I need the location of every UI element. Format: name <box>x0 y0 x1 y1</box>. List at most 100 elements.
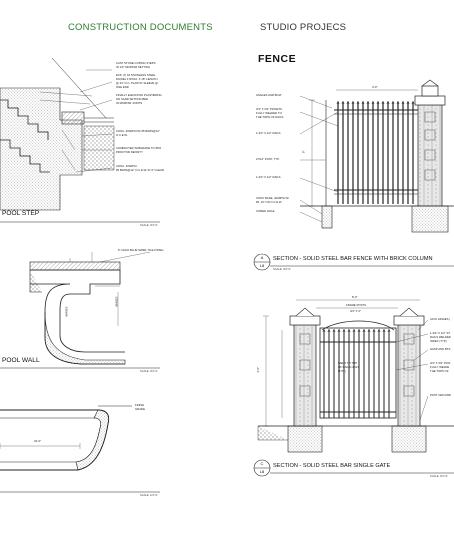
section-a-note-10: 4'-0" <box>372 85 378 89</box>
pool-wall-scale: SCALE: 3/4"=1' <box>140 370 158 373</box>
pool-step-note-5: ONE END <box>116 85 129 89</box>
section-a-note-6: 1-3/4" X 1/2" RAILS <box>256 175 281 179</box>
fence-picket-tip <box>351 100 355 105</box>
section-c-note-14: 8'-0" <box>352 295 358 299</box>
pool-step-note-1: IN 1/4" MORTAR SETTING <box>116 65 150 69</box>
section-c-scale: SCALE: 3/4"=1' <box>430 475 448 478</box>
section-a-note-11: 8" <box>301 150 306 153</box>
section-a-scale: SCALE: 3/4"=1' <box>273 268 291 271</box>
section-a-note-7: CONC BASE, 4000PSI W/ <box>256 196 289 200</box>
gate-picket-tip <box>322 328 326 333</box>
pool-step-note-10: O.C.E.W. <box>116 133 128 137</box>
pool-step-note-14: #5 BARS@12" O.C.E.W. IN 3" CLEAR <box>116 168 164 172</box>
fence-picket-tip <box>371 100 375 105</box>
pool-wall-detail <box>29 251 151 365</box>
section-c-tag-letter: C <box>260 461 264 466</box>
gate-picket-tip <box>372 328 376 333</box>
section-a-note-5: 2'X12" POST, TYP. <box>256 157 280 161</box>
pool-section-note-2: 34'-0" <box>34 439 42 443</box>
section-c-note-8: INDEX (TYP.) <box>430 339 448 343</box>
section-a-note-4: 1-3/4" X 1/2" RAILS <box>256 131 281 135</box>
section-a-note-3: THE TOPS OF RAILS <box>256 115 284 119</box>
gate-picket-tip <box>337 328 341 333</box>
section-c-note-5: AJ/IO HINGES ( <box>430 317 451 321</box>
pool-section-note-1: GRADE <box>135 407 145 411</box>
pool-step-note-3: DOWEL 1"Ø DIA. X 18" LENGTH <box>116 77 158 81</box>
fence-picket-tip <box>411 100 415 105</box>
section-a-label: SECTION - SOLID STEEL BAR FENCE WITH BRI… <box>273 256 433 262</box>
section-c-note-3: OF RAILS ONLY <box>338 365 359 369</box>
pool-step-label: POOL STEP <box>2 210 40 217</box>
section-c-note-10: 3/4" X 3/4" PICK <box>430 361 451 365</box>
pool-section-detail <box>0 405 132 471</box>
pool-wall-note-1: VARIES <box>114 296 119 307</box>
fence-picket-tip <box>341 100 345 105</box>
section-a-note-8: #5, 10" ON O.C.E.W <box>256 200 282 204</box>
gate-picket-tip <box>362 328 366 333</box>
section-c-note-6: 1-3/4" X 1/2" ST. <box>430 331 451 335</box>
section-a-note-2: FULLY WELDED TO <box>256 111 282 115</box>
section-c-note-0: FRAME POSTS <box>346 303 367 307</box>
pool-step-note-8: IN MORTAR JOINTS <box>116 101 143 105</box>
section-c-note-9: HASP AND BTS <box>430 347 451 351</box>
fence-picket-tip <box>346 100 350 105</box>
section-a-tag-sheet: L8 <box>259 263 265 268</box>
gate-picket-tip <box>387 328 391 333</box>
section-c-note-12: THE TOPS OF <box>430 369 449 373</box>
pool-wall-note-0: 6" GOLD BLUE SWIRL TILE FINISH <box>118 248 164 252</box>
pool-section-scale: SCALE: 1/4"=1' <box>140 494 158 497</box>
gate-section-c <box>257 299 454 453</box>
pool-step-note-2: EXP. (7) 18 STAINLESS STEEL <box>116 73 156 77</box>
section-c-note-15: 3'-6" <box>256 366 261 373</box>
section-a-note-0: ANGLES AND BOLT <box>256 93 282 97</box>
gate-picket-tip <box>332 328 336 333</box>
pool-step-note-0: CAST STONE COPING STEPS <box>116 61 156 65</box>
section-a-tag-letter: A <box>260 255 264 260</box>
fence-picket-tip <box>386 100 390 105</box>
pool-step-detail <box>0 57 115 211</box>
pool-step-note-11: COMPACTED SUBGRADE TO 95% <box>116 146 162 150</box>
section-a-note-9: CORED HOLE <box>256 209 275 213</box>
section-c-note-7: RAILS WELDED <box>430 335 451 339</box>
section-c-note-1: 3/4" X 3" <box>350 309 361 313</box>
gate-picket-tip <box>377 328 381 333</box>
gate-picket-tip <box>327 328 331 333</box>
gate-picket-tip <box>367 328 371 333</box>
gate-picket-tip <box>382 328 386 333</box>
pool-wall-note-2: VARIES <box>64 306 69 317</box>
section-a-note-1: 3/4" X 3/4" PICKETS <box>256 107 282 111</box>
section-c-tag-sheet: L8 <box>259 469 265 474</box>
fence-picket-tip <box>356 100 360 105</box>
fence-picket-tip <box>401 100 405 105</box>
fence-picket-tip <box>381 100 385 105</box>
section-c-note-2: WELD TO TOP <box>338 361 358 365</box>
fence-picket-tip <box>406 100 410 105</box>
section-c-label: SECTION - SOLID STEEL BAR SINGLE GATE <box>273 463 391 469</box>
gate-picket-tip <box>347 328 351 333</box>
fence-picket-tip <box>376 100 380 105</box>
fence-title: FENCE <box>258 53 297 65</box>
fence-picket-tip <box>396 100 400 105</box>
gate-picket-tip <box>357 328 361 333</box>
pool-wall-label: POOL WALL <box>2 357 40 364</box>
gate-picket-tip <box>352 328 356 333</box>
left-sheet-title: CONSTRUCTION DOCUMENTS <box>68 22 213 33</box>
gate-picket-tip <box>342 328 346 333</box>
pool-step-note-12: PROCTOR DENSITY <box>116 150 143 154</box>
section-c-note-4: (TYP.) <box>338 369 346 373</box>
section-c-note-13: POST GROUND <box>430 393 451 397</box>
pool-step-note-7: ON SAND SETTING BED <box>116 97 149 101</box>
pool-step-note-9: CONC. 4000PSI W/ #5 BARS@12" <box>116 129 160 133</box>
pool-step-note-4: @ 24" O.C. PLASTIC SLEEVE @ <box>116 81 158 85</box>
pool-step-note-6: FINALLY ELEVATION PLASTERING <box>116 93 162 97</box>
fence-picket-tip <box>361 100 365 105</box>
pool-step-scale: SCALE: 3/4"=1' <box>140 224 158 227</box>
pool-section-note-0: FINISH <box>135 403 145 407</box>
fence-picket-tip <box>391 100 395 105</box>
fence-section-a <box>299 79 454 233</box>
fence-picket-tip <box>366 100 370 105</box>
pool-step-note-13: CONC. 4000PSI <box>116 164 137 168</box>
section-c-note-11: FULLY WELDE <box>430 365 450 369</box>
